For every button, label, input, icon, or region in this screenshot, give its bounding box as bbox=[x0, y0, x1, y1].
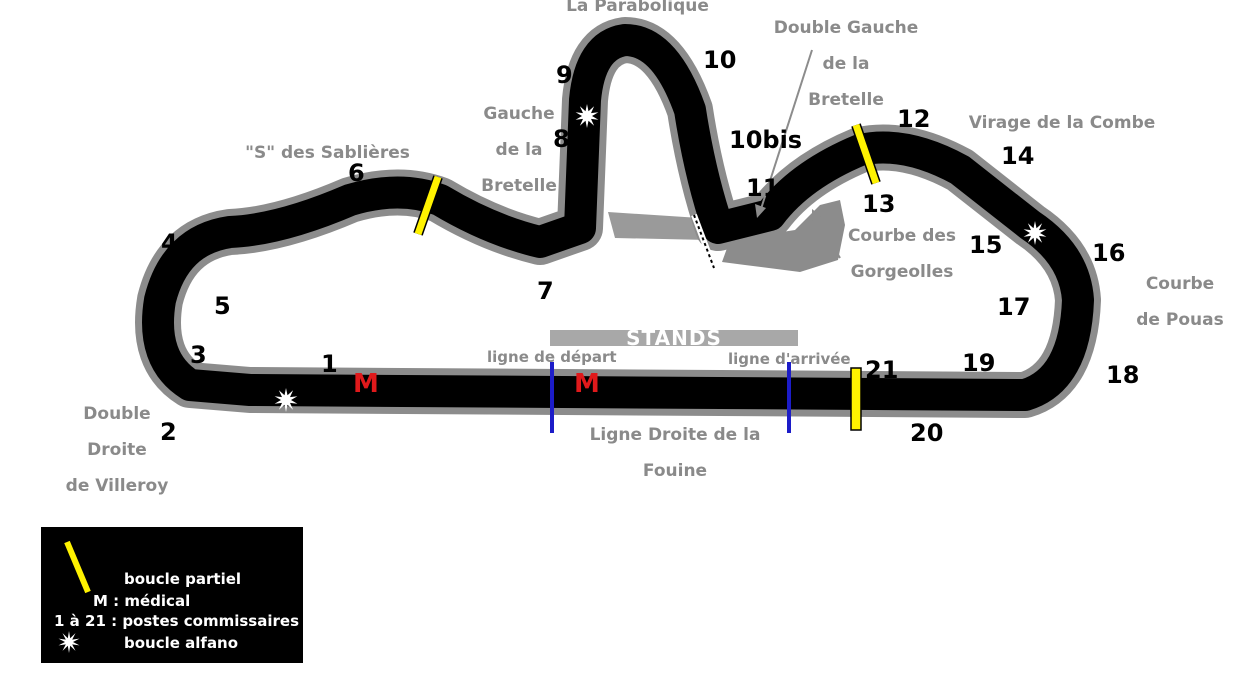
label-ligne-depart: ligne de départ bbox=[487, 348, 617, 366]
post-4: 4 bbox=[161, 229, 178, 257]
legend-posts-label: 1 à 21 : postes commissaires bbox=[54, 612, 300, 630]
label-line: de la bbox=[822, 54, 870, 74]
alfano-star bbox=[274, 388, 298, 412]
label-line: Double bbox=[83, 404, 151, 424]
alfano-star bbox=[1023, 221, 1047, 245]
post-5: 5 bbox=[214, 292, 231, 320]
label-line: Bretelle bbox=[481, 176, 557, 196]
post-10bis: 10bis bbox=[729, 126, 803, 154]
label-ligne-droite-fouine: Ligne Droite de la Fouine bbox=[580, 417, 770, 489]
label-double-droite-villeroy: Double Droite de Villeroy bbox=[58, 396, 176, 504]
arrow-double-gauche-head bbox=[755, 204, 766, 218]
track-surface bbox=[142, 24, 1094, 411]
label-line: Droite bbox=[87, 440, 147, 460]
partial-loop-21 bbox=[850, 367, 862, 431]
post-10: 10 bbox=[703, 46, 737, 74]
partial-loop-12-fill bbox=[852, 123, 880, 185]
label-line: Gauche bbox=[483, 104, 555, 124]
post-12: 12 bbox=[897, 105, 931, 133]
post-15: 15 bbox=[969, 231, 1003, 259]
medical-marker: M bbox=[353, 369, 379, 399]
legend-graphics bbox=[58, 540, 91, 653]
label-line: Fouine bbox=[642, 461, 708, 481]
label-s-sablieres: "S" des Sablières bbox=[245, 143, 410, 163]
post-13: 13 bbox=[862, 190, 896, 218]
pit-marker bbox=[691, 213, 717, 270]
alfano-stars bbox=[274, 104, 1047, 412]
medical-marker: M bbox=[574, 369, 600, 399]
alfano-star bbox=[58, 631, 80, 653]
post-7: 7 bbox=[537, 277, 554, 305]
legend-alfano-label: boucle alfano bbox=[124, 634, 239, 652]
label-line: Ligne Droite de la bbox=[589, 425, 761, 445]
label-double-gauche-bretelle: Double Gauche de la Bretelle bbox=[766, 10, 926, 118]
post-8: 8 bbox=[553, 125, 570, 153]
label-line: Gorgeolles bbox=[850, 262, 954, 282]
label-gauche-bretelle: Gauche de la Bretelle bbox=[469, 96, 569, 204]
label-virage-combe: Virage de la Combe bbox=[968, 113, 1156, 133]
label-line: de Villeroy bbox=[65, 476, 169, 496]
label-line: Bretelle bbox=[808, 90, 884, 110]
post-11: 11 bbox=[746, 174, 780, 202]
label-line: de Pouas bbox=[1136, 310, 1224, 330]
label-line: Courbe des bbox=[847, 226, 957, 246]
arrow-gorgeolles bbox=[814, 214, 841, 259]
partial-loop-6-fill bbox=[414, 175, 442, 236]
legend: boucle partiel M : médical 1 à 21 : post… bbox=[41, 527, 303, 663]
label-line: de la bbox=[495, 140, 543, 160]
post-20: 20 bbox=[910, 419, 944, 447]
post-1: 1 bbox=[321, 350, 338, 378]
post-9: 9 bbox=[556, 61, 573, 89]
post-18: 18 bbox=[1106, 361, 1140, 389]
stands-label: STANDS bbox=[626, 326, 722, 350]
arrow-gorgeolles-head bbox=[812, 209, 821, 221]
label-courbe-gorgeolles: Courbe des Gorgeolles bbox=[842, 218, 962, 290]
label-line: Double Gauche bbox=[773, 18, 919, 38]
post-21: 21 bbox=[865, 356, 899, 384]
label-parabolique: La Parabolique bbox=[566, 0, 709, 16]
post-14: 14 bbox=[1001, 142, 1035, 170]
post-19: 19 bbox=[962, 349, 996, 377]
alfano-star bbox=[575, 104, 599, 128]
label-ligne-arrivee: ligne d'arrivée bbox=[728, 350, 851, 368]
post-3: 3 bbox=[190, 341, 207, 369]
post-2: 2 bbox=[160, 418, 177, 446]
legend-medical-label: M : médical bbox=[93, 592, 191, 610]
post-17: 17 bbox=[997, 293, 1031, 321]
post-16: 16 bbox=[1092, 239, 1126, 267]
label-line: Courbe bbox=[1145, 274, 1215, 294]
legend-alfano-star bbox=[58, 631, 80, 653]
label-courbe-pouas: Courbe de Pouas bbox=[1125, 266, 1235, 338]
runoff-area-parabolique bbox=[608, 212, 708, 240]
legend-loop-label: boucle partiel bbox=[124, 570, 242, 588]
stands-bar bbox=[550, 330, 798, 346]
post-6: 6 bbox=[348, 159, 365, 187]
legend-loop-swatch bbox=[64, 540, 91, 594]
arrow-double-gauche bbox=[759, 49, 813, 213]
